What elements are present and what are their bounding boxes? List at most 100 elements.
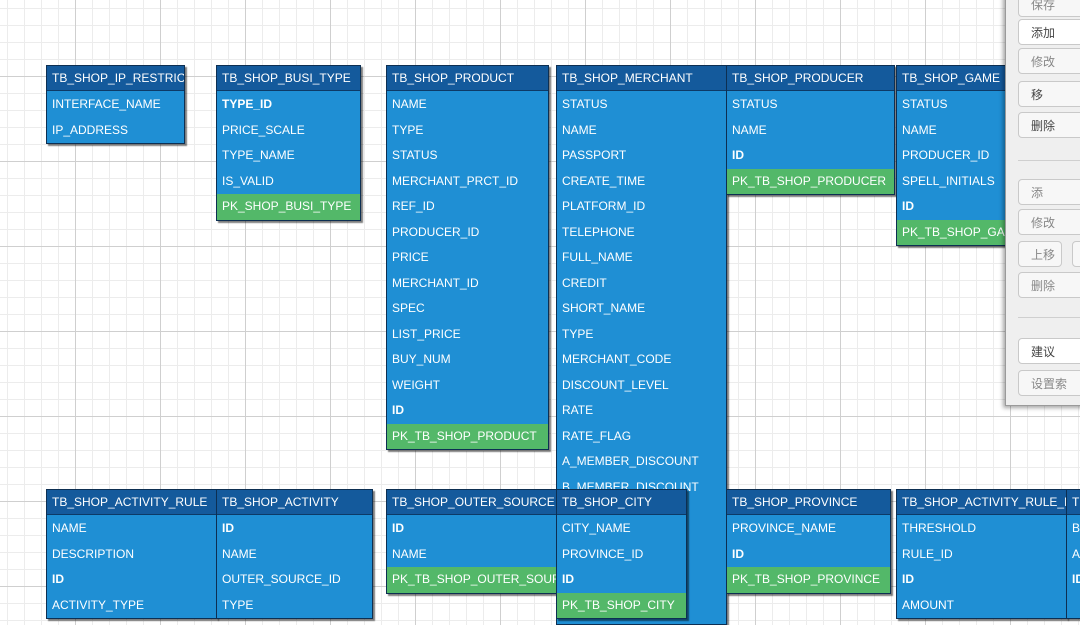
table-title[interactable]: TB_SHOP_ACTIVITY_RULE bbox=[47, 490, 216, 515]
table-title[interactable]: TB_SHOP_MERCHANT bbox=[557, 66, 726, 91]
table-title[interactable]: TB_SHOP_PROVINCE bbox=[727, 490, 890, 515]
table-field[interactable]: MERCHANT_ID bbox=[392, 275, 479, 290]
primary-key-field[interactable]: TYPE_ID bbox=[222, 97, 273, 111]
move-down-button[interactable] bbox=[1072, 241, 1080, 267]
table-tb-shop-activity-rule-ite[interactable]: TB_SHOP_ACTIVITY_RULE_ITE THRESHOLD RULE_I… bbox=[896, 489, 1067, 619]
table-field[interactable]: SPEC bbox=[392, 301, 425, 315]
table-title[interactable]: TB_SHOP_PRODUCER bbox=[727, 66, 894, 91]
table-field[interactable]: STATUS bbox=[902, 97, 948, 111]
table-field[interactable] bbox=[1067, 593, 1080, 619]
constraint-row[interactable]: PK_TB_SHOP_OUTER_SOURCE bbox=[387, 567, 556, 593]
table-field[interactable]: BUY_NUM bbox=[392, 352, 451, 366]
table-field[interactable]: REF_ID bbox=[392, 199, 435, 213]
constraint-row[interactable]: PK_TB_SHOP_PROVINCE bbox=[727, 567, 890, 593]
constraint-row[interactable]: PK_TB_SHOP_PRODUCER bbox=[727, 168, 894, 194]
table-tb-shop-producer[interactable]: TB_SHOP_PRODUCER STATUS NAME ID PK_TB_SHOP_P… bbox=[726, 65, 895, 195]
table-field[interactable]: PLATFORM_ID bbox=[562, 199, 646, 213]
table-field[interactable]: WEIGHT bbox=[392, 377, 440, 392]
edit-button[interactable]: 修改 bbox=[1018, 48, 1080, 74]
table-field[interactable]: PRICE bbox=[392, 250, 429, 264]
table-field[interactable]: PRICE_SCALE bbox=[222, 122, 305, 137]
table-tb-shop-busi-type[interactable]: TB_SHOP_BUSI_TYPE TYPE_ID PRICE_SCALE TYPE_… bbox=[216, 65, 361, 221]
primary-key-field[interactable]: ID bbox=[732, 546, 744, 561]
table-field[interactable]: IS_VALID bbox=[222, 173, 274, 188]
table-field[interactable]: AMOUNT bbox=[902, 597, 954, 612]
build-button[interactable]: 建议 bbox=[1018, 338, 1080, 364]
table-field[interactable]: TYPE_NAME bbox=[222, 148, 295, 162]
table-field[interactable]: RULE_ID bbox=[902, 546, 953, 561]
move-up-button[interactable]: 上移 bbox=[1018, 241, 1062, 267]
table-tb-shop-ip-restrict[interactable]: TB_SHOP_IP_RESTRICT INTERFACE_NAME IP_ADDR… bbox=[46, 65, 185, 144]
table-field[interactable]: PRODUCER_ID bbox=[392, 224, 480, 239]
table-tb-shop-activity-rule[interactable]: TB_SHOP_ACTIVITY_RULE NAME DESCRIPTION ID AC… bbox=[46, 489, 217, 619]
table-field[interactable]: STATUS bbox=[562, 97, 608, 111]
constraint-row[interactable]: PK_SHOP_BUSI_TYPE bbox=[217, 194, 360, 220]
table-field[interactable]: A_MEMBER_DISCOUNT bbox=[562, 454, 699, 468]
table-field[interactable]: PROVINCE_ID bbox=[562, 546, 644, 561]
table-field[interactable]: SPELL_INITIALS bbox=[902, 173, 995, 188]
table-title[interactable]: TB_SHOP_OUTER_SOURCE bbox=[387, 490, 556, 515]
table-tb[interactable]: TBBIACID bbox=[1066, 489, 1080, 619]
table-field[interactable]: THRESHOLD bbox=[902, 521, 977, 535]
primary-key-field[interactable]: ID bbox=[732, 148, 744, 162]
table-title[interactable]: TB_SHOP_PRODUCT bbox=[387, 66, 548, 91]
primary-key-field[interactable]: ID bbox=[392, 521, 404, 535]
table-field[interactable]: NAME bbox=[562, 122, 597, 137]
save-button[interactable]: 保存 bbox=[1018, 0, 1080, 17]
table-field[interactable]: PROVINCE_NAME bbox=[732, 521, 837, 535]
table-field[interactable]: NAME bbox=[392, 97, 427, 111]
index-settings-button[interactable]: 设置索 bbox=[1018, 370, 1080, 396]
primary-key-field[interactable]: ID bbox=[562, 572, 574, 586]
table-field[interactable]: DISCOUNT_LEVEL bbox=[562, 377, 669, 392]
table-field[interactable]: AC bbox=[1072, 546, 1080, 561]
primary-key-field[interactable]: ID bbox=[1072, 572, 1080, 586]
table-field[interactable]: STATUS bbox=[732, 97, 778, 111]
primary-key-field[interactable]: ID bbox=[902, 572, 914, 586]
table-field[interactable]: PASSPORT bbox=[562, 148, 627, 162]
table-field[interactable]: CREATE_TIME bbox=[562, 173, 646, 188]
table-field[interactable]: RATE_FLAG bbox=[562, 428, 632, 443]
table-title[interactable]: TB_SHOP_ACTIVITY_RULE_ITE bbox=[897, 490, 1066, 515]
table-field[interactable]: DESCRIPTION bbox=[52, 546, 135, 561]
table-field[interactable]: IP_ADDRESS bbox=[52, 122, 129, 137]
table-field[interactable]: NAME bbox=[52, 521, 87, 535]
edit-field-button[interactable]: 修改 bbox=[1018, 209, 1080, 235]
table-field[interactable]: INTERFACE_NAME bbox=[52, 97, 161, 111]
table-field[interactable]: RATE bbox=[562, 403, 594, 417]
table-field[interactable]: TYPE bbox=[562, 326, 594, 341]
table-field[interactable]: NAME bbox=[392, 546, 427, 561]
table-field[interactable]: CITY_NAME bbox=[562, 521, 631, 535]
constraint-row[interactable]: PK_TB_SHOP_CITY bbox=[557, 592, 686, 618]
move-button[interactable]: 移 bbox=[1018, 81, 1080, 107]
table-field[interactable]: ACTIVITY_TYPE bbox=[52, 597, 145, 612]
delete-field-button[interactable]: 删除 bbox=[1018, 272, 1080, 298]
table-field[interactable]: MERCHANT_CODE bbox=[562, 352, 672, 366]
primary-key-field[interactable]: ID bbox=[222, 521, 234, 535]
primary-key-field[interactable]: ID bbox=[392, 403, 404, 417]
primary-key-field[interactable]: ID bbox=[902, 199, 914, 213]
table-field[interactable]: FULL_NAME bbox=[562, 250, 633, 264]
table-field[interactable]: LIST_PRICE bbox=[392, 326, 461, 341]
table-field[interactable]: TYPE bbox=[392, 122, 424, 137]
primary-key-field[interactable]: ID bbox=[52, 572, 64, 586]
table-field[interactable]: NAME bbox=[732, 122, 767, 137]
table-field[interactable]: OUTER_SOURCE_ID bbox=[222, 572, 341, 586]
add-field-button[interactable]: 添 bbox=[1018, 179, 1080, 205]
table-title[interactable]: TB_SHOP_BUSI_TYPE bbox=[217, 66, 360, 91]
add-button[interactable]: 添加 bbox=[1018, 19, 1080, 45]
table-field[interactable]: NAME bbox=[222, 546, 257, 561]
table-tb-shop-activity[interactable]: TB_SHOP_ACTIVITY ID NAME OUTER_SOURCE_ID TYP… bbox=[216, 489, 373, 619]
table-field[interactable]: TYPE bbox=[222, 597, 254, 612]
table-title[interactable]: TB_SHOP_ACTIVITY bbox=[217, 490, 372, 515]
table-field[interactable]: TELEPHONE bbox=[562, 224, 635, 239]
table-title[interactable]: TB bbox=[1067, 490, 1080, 515]
delete-button[interactable]: 删除 bbox=[1018, 112, 1080, 138]
table-field[interactable]: PRODUCER_ID bbox=[902, 148, 990, 162]
constraint-row[interactable]: PK_TB_SHOP_PRODUCT bbox=[387, 423, 548, 449]
table-title[interactable]: TB_SHOP_IP_RESTRICT bbox=[47, 66, 184, 91]
table-field[interactable]: NAME bbox=[902, 122, 937, 137]
table-tb-shop-province[interactable]: TB_SHOP_PROVINCE PROVINCE_NAME ID PK_TB_SHO… bbox=[726, 489, 891, 594]
